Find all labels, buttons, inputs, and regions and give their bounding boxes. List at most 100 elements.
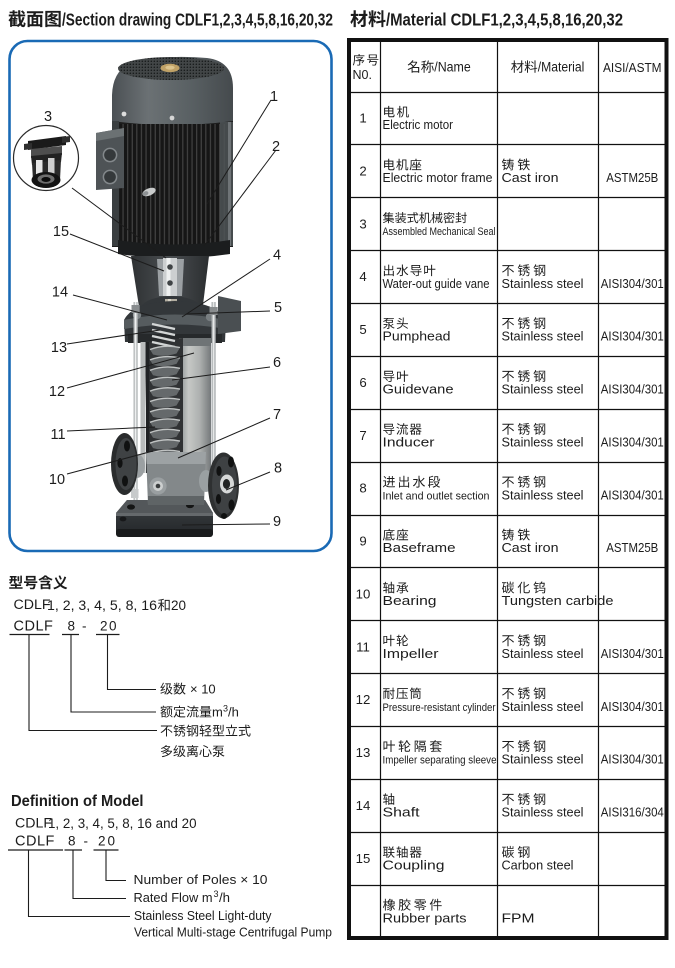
svg-text:2: 2 <box>100 619 108 634</box>
svg-text:Cast iron: Cast iron <box>502 540 559 555</box>
svg-text:Electric motor: Electric motor <box>383 117 454 132</box>
svg-text:1: 1 <box>359 111 366 126</box>
svg-text:11: 11 <box>50 427 65 443</box>
svg-text:AISI316/304: AISI316/304 <box>601 805 664 820</box>
svg-text:2: 2 <box>98 834 106 849</box>
svg-text:4: 4 <box>273 248 281 264</box>
svg-text:Inducer: Inducer <box>383 434 436 449</box>
svg-text:11: 11 <box>356 639 370 654</box>
svg-text:10: 10 <box>49 472 65 488</box>
svg-text:7: 7 <box>359 428 366 443</box>
svg-text:AISI304/301: AISI304/301 <box>601 329 664 344</box>
svg-text:Bearing: Bearing <box>383 593 437 608</box>
svg-text:AISI/ASTM: AISI/ASTM <box>603 60 662 75</box>
svg-text:AISI304/301: AISI304/301 <box>601 487 664 502</box>
svg-text:9: 9 <box>273 514 281 530</box>
svg-text:9: 9 <box>359 534 366 549</box>
svg-text:12: 12 <box>356 692 371 707</box>
svg-text:7: 7 <box>273 407 281 423</box>
svg-text:Baseframe: Baseframe <box>383 540 456 555</box>
svg-text:Impeller separating sleeve: Impeller separating sleeve <box>383 755 497 767</box>
svg-text:4: 4 <box>359 269 366 284</box>
svg-text:3: 3 <box>44 109 52 125</box>
svg-text:0: 0 <box>108 834 116 849</box>
svg-text:m: m <box>212 705 223 720</box>
svg-text:14: 14 <box>52 285 68 301</box>
svg-text:-: - <box>84 834 89 849</box>
svg-text:12: 12 <box>49 384 65 400</box>
svg-text:Coupling: Coupling <box>383 857 445 872</box>
svg-text:ASTM25B: ASTM25B <box>606 170 658 185</box>
svg-text:2: 2 <box>359 163 366 178</box>
svg-text:Rubber parts: Rubber parts <box>383 910 468 925</box>
svg-text:1, 2, 3, 4, 5, 8, 16 and 20: 1, 2, 3, 4, 5, 8, 16 and 20 <box>48 816 197 831</box>
svg-text:Stainless steel: Stainless steel <box>502 329 584 344</box>
svg-text:N0.: N0. <box>353 68 372 82</box>
svg-text:Tungsten carbide: Tungsten carbide <box>502 593 614 608</box>
svg-text:AISI304/301: AISI304/301 <box>601 699 664 714</box>
svg-text:3: 3 <box>359 216 366 231</box>
svg-text:6: 6 <box>359 375 366 390</box>
svg-text:Stainless steel: Stainless steel <box>502 434 584 449</box>
svg-text:CDLF: CDLF <box>15 834 55 850</box>
svg-text:1, 2, 3, 4, 5, 8, 16: 1, 2, 3, 4, 5, 8, 16 <box>47 598 157 613</box>
svg-text:Number of Poles × 10: Number of Poles × 10 <box>134 872 268 887</box>
svg-text:Electric motor frame: Electric motor frame <box>383 170 493 185</box>
svg-text:5: 5 <box>274 300 282 316</box>
svg-text:3: 3 <box>214 889 219 899</box>
svg-text:3: 3 <box>223 704 228 714</box>
svg-text:14: 14 <box>356 798 371 813</box>
svg-text:/Material CDLF1,2,3,4,5,8,16,2: /Material CDLF1,2,3,4,5,8,16,20,32 <box>386 10 623 30</box>
svg-text:AISI304/301: AISI304/301 <box>601 382 664 397</box>
svg-text:Inlet and outlet section: Inlet and outlet section <box>383 490 490 502</box>
svg-text:2: 2 <box>272 139 280 155</box>
svg-text:CDLF: CDLF <box>15 816 52 832</box>
svg-text:ASTM25B: ASTM25B <box>606 540 658 555</box>
svg-text:20: 20 <box>171 598 186 613</box>
svg-text:Definition of Model: Definition of Model <box>11 793 144 810</box>
svg-text:AISI304/301: AISI304/301 <box>601 434 664 449</box>
svg-text:Stainless steel: Stainless steel <box>502 382 584 397</box>
svg-text:CDLF: CDLF <box>14 597 51 613</box>
svg-text:Carbon steel: Carbon steel <box>502 857 574 872</box>
svg-text:8: 8 <box>274 461 282 477</box>
svg-text:Pressure-resistant cylinder: Pressure-resistant cylinder <box>383 702 496 714</box>
svg-text:AISI304/301: AISI304/301 <box>601 646 664 661</box>
svg-text:Stainless steel: Stainless steel <box>502 805 584 820</box>
svg-text:/h: /h <box>228 705 239 720</box>
svg-text:6: 6 <box>273 355 281 371</box>
svg-text:Vertical Multi-stage Centrifug: Vertical Multi-stage Centrifugal Pump <box>134 925 332 940</box>
svg-text:Stainless steel: Stainless steel <box>502 487 584 502</box>
svg-text:1: 1 <box>270 89 278 105</box>
svg-text:× 10: × 10 <box>190 682 216 697</box>
svg-text:Impeller: Impeller <box>383 646 440 661</box>
svg-text:Stainless steel: Stainless steel <box>502 752 584 767</box>
svg-text:/h: /h <box>219 890 230 905</box>
svg-text:10: 10 <box>356 586 371 601</box>
svg-text:15: 15 <box>356 851 371 866</box>
svg-text:Guidevane: Guidevane <box>383 382 454 397</box>
svg-text:0: 0 <box>109 619 117 634</box>
svg-text:8: 8 <box>68 619 76 634</box>
svg-text:-: - <box>82 619 87 634</box>
svg-text:Stainless Steel Light-duty: Stainless Steel Light-duty <box>134 908 272 923</box>
svg-text:AISI304/301: AISI304/301 <box>601 276 664 291</box>
svg-text:Shaft: Shaft <box>383 805 420 820</box>
svg-text:13: 13 <box>51 340 67 356</box>
svg-text:/Name: /Name <box>434 60 471 75</box>
svg-text:Stainless steel: Stainless steel <box>502 699 584 714</box>
svg-text:Water-out guide vane: Water-out guide vane <box>383 276 490 291</box>
svg-text:15: 15 <box>53 224 69 240</box>
svg-text:CDLF: CDLF <box>14 619 54 635</box>
svg-text:Rated Flow m: Rated Flow m <box>134 890 213 905</box>
svg-text:Cast iron: Cast iron <box>502 170 559 185</box>
svg-text:Stainless steel: Stainless steel <box>502 276 584 291</box>
svg-text:AISI304/301: AISI304/301 <box>601 752 664 767</box>
svg-text:8: 8 <box>68 834 76 849</box>
svg-text:13: 13 <box>356 745 371 760</box>
svg-text:Assembled Mechanical Seal: Assembled Mechanical Seal <box>383 226 496 238</box>
svg-text:Stainless steel: Stainless steel <box>502 646 584 661</box>
svg-text:/Section drawing CDLF1,2,3,4,5: /Section drawing CDLF1,2,3,4,5,8,16,20,3… <box>62 10 333 30</box>
svg-text:/Material: /Material <box>538 60 585 75</box>
svg-text:Pumphead: Pumphead <box>383 329 451 344</box>
